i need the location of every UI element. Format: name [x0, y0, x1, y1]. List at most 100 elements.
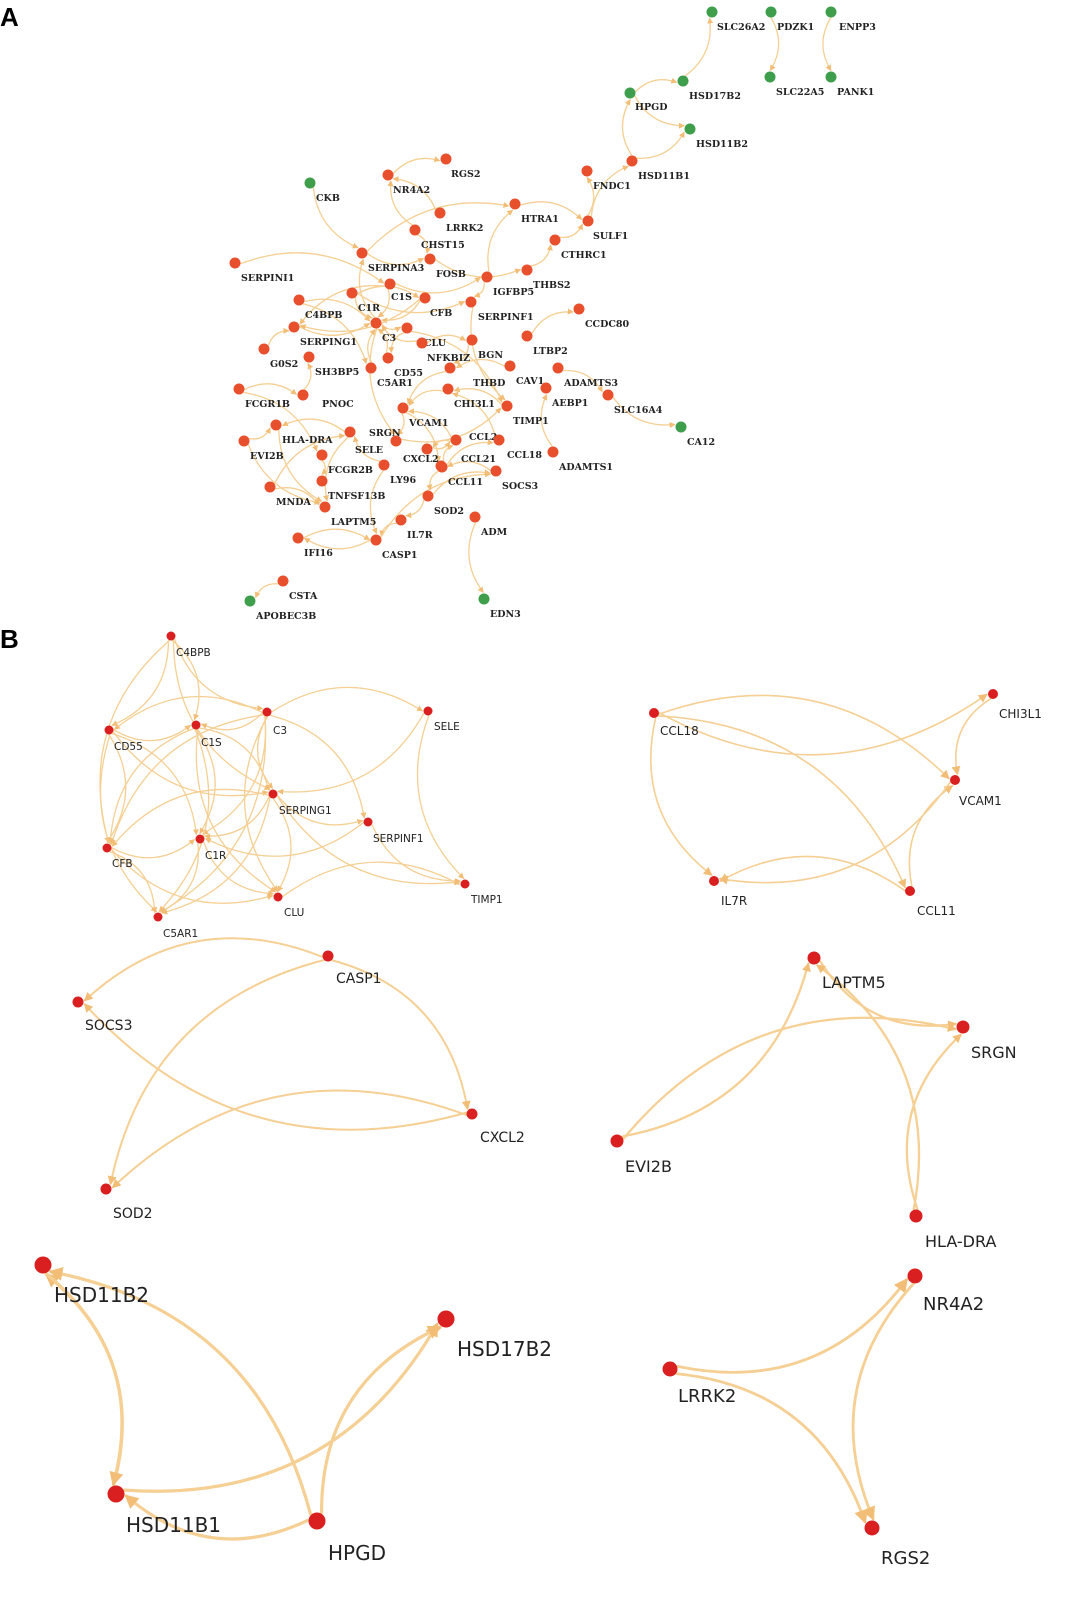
a-node-hla-dra: [270, 419, 282, 431]
a-label-aebp1: AEBP1: [551, 398, 588, 409]
a-label-nr4a2: NR4A2: [393, 185, 430, 196]
b6-node-nr4a2: [907, 1268, 923, 1284]
a-node-timp1: [501, 400, 513, 412]
a-node-fcgr1b: [233, 383, 245, 395]
a-label-serping1: SERPING1: [300, 337, 357, 348]
a-node-adamts3: [552, 362, 564, 374]
b5-label-hsd11b2: HSD11B2: [54, 1283, 149, 1307]
b3-node-cxcl2: [466, 1108, 478, 1120]
a-label-ccl2: CCL2: [469, 432, 497, 443]
b3-node-sod2: [100, 1183, 112, 1195]
a-edge-cav1-thbd: [456, 358, 505, 369]
b1-edge-cd55-cfb: [106, 734, 127, 843]
b2-label-ccl18: CCL18: [660, 724, 699, 738]
a-label-c3: C3: [382, 333, 396, 344]
b1-edge-c1s-serping1: [199, 727, 271, 791]
b4-edge-evi2b-laptm5: [621, 962, 811, 1138]
b2-edge-ccl11-vcam1: [908, 784, 954, 887]
a-node-nfkbiz: [416, 337, 428, 349]
b1-edge-c4bpb-cd55: [111, 639, 170, 727]
a-node-sulf1: [582, 215, 594, 227]
b1-label-c4bpb: C4BPB: [176, 647, 211, 659]
a-label-cxcl2: CXCL2: [403, 454, 439, 465]
a-edge-cxcl2-sod2: [426, 470, 440, 491]
b4-edge-hla-dra-laptm5: [816, 964, 921, 1211]
b4-node-laptm5: [807, 951, 821, 965]
a-label-ckb: CKB: [316, 193, 340, 204]
b2-node-ccl11: [905, 886, 915, 896]
a-node-aebp1: [540, 382, 552, 394]
b4-label-srgn: SRGN: [971, 1043, 1017, 1062]
a-node-vcam1: [397, 402, 409, 414]
b2-label-il7r: IL7R: [721, 894, 747, 908]
b6-edges: [675, 1277, 915, 1525]
a-label-nfkbiz: NFKBIZ: [427, 353, 470, 364]
a-label-lrrk2: LRRK2: [446, 223, 483, 234]
a-label-thbd: THBD: [473, 378, 505, 389]
b1-node-serping1: [268, 789, 278, 799]
b1-label-c5ar1: C5AR1: [163, 928, 198, 940]
a-edge-chst15-nr4a2: [387, 180, 413, 226]
b1-edge-c1s-c5ar1: [158, 729, 210, 913]
a-node-mnda: [264, 481, 276, 493]
a-edge-hsd17b2-slc26a2: [684, 17, 714, 77]
a-edge-ccl2-ccl21: [432, 439, 451, 448]
a-edge-csta-apobec3b: [254, 583, 279, 599]
a-edge-slc16a4-ca12: [612, 396, 676, 429]
a-label-c1s: C1S: [391, 292, 412, 303]
a-node-hsd17b2: [677, 75, 689, 87]
a-label-c4bpb: C4BPB: [305, 310, 342, 321]
a-label-sh3bp5: SH3BP5: [315, 367, 359, 378]
a-label-g0s2: G0S2: [270, 359, 298, 370]
b1-edge-serping1-serpinf1: [276, 794, 364, 826]
b1-edge-serping1-c5ar1: [161, 797, 271, 915]
a-edge-adamts3-slc16a4: [562, 369, 603, 393]
a-edge-adm-edn3: [468, 522, 484, 593]
a-node-ccdc80: [573, 303, 585, 315]
a-label-htra1: HTRA1: [521, 214, 559, 225]
b1-edge-serping1-c1r: [204, 796, 270, 840]
a-edge-socs3-cxcl2: [446, 460, 491, 472]
a-edge-fcgr2b-tnfsf13b: [321, 460, 328, 475]
a-node-bgn: [466, 334, 478, 346]
b1-label-serping1: SERPING1: [279, 805, 332, 817]
b2-node-chi3l1: [988, 689, 998, 699]
a-edge-c1s-serping1: [299, 285, 386, 325]
a-node-chi3l1: [442, 383, 454, 395]
a-node-adamts1: [547, 446, 559, 458]
b1-node-c1s: [191, 720, 201, 730]
a-edge-igfbp5-serpinf1: [473, 281, 485, 298]
a-label-adamts3: ADAMTS3: [563, 378, 618, 389]
a-edge-hsd11b1-hsd11b2: [636, 131, 685, 159]
b1-label-c1s: C1S: [201, 737, 222, 749]
a-edge-ly96-casp1: [369, 470, 384, 535]
b1-edge-c1r-clu: [202, 841, 275, 897]
b4-node-evi2b: [610, 1134, 624, 1148]
a-edge-chst15-fosb: [417, 234, 431, 254]
a-edge-casp1-ifi16: [303, 537, 371, 550]
a-edge-c4bpb-c3: [304, 298, 371, 322]
a-edge-igfbp5-htra1: [487, 209, 514, 273]
b4-label-laptm5: LAPTM5: [822, 973, 886, 992]
a-node-slc26a2: [706, 6, 718, 18]
b1-edge-cd55-c1r: [111, 732, 199, 836]
a-node-ckb: [304, 177, 316, 189]
a-label-adamts1: ADAMTS1: [558, 462, 613, 473]
a-label-adm: ADM: [480, 527, 508, 538]
b5-node-hpgd: [308, 1512, 326, 1530]
a-edges: [240, 17, 832, 599]
b2-edge-ccl11-il7r: [719, 855, 906, 892]
b1-edge-serping1-timp1: [276, 795, 461, 886]
b2-edge-vcam1-il7r: [718, 781, 952, 885]
b2-node-vcam1: [950, 775, 960, 785]
a-label-enpp3: ENPP3: [839, 22, 876, 33]
a-label-pank1: PANK1: [837, 87, 874, 98]
a-label-slc16a4: SLC16A4: [614, 405, 663, 416]
a-edge-sulf1-hsd11b1: [590, 165, 629, 217]
a-label-ccl11: CCL11: [448, 477, 483, 488]
